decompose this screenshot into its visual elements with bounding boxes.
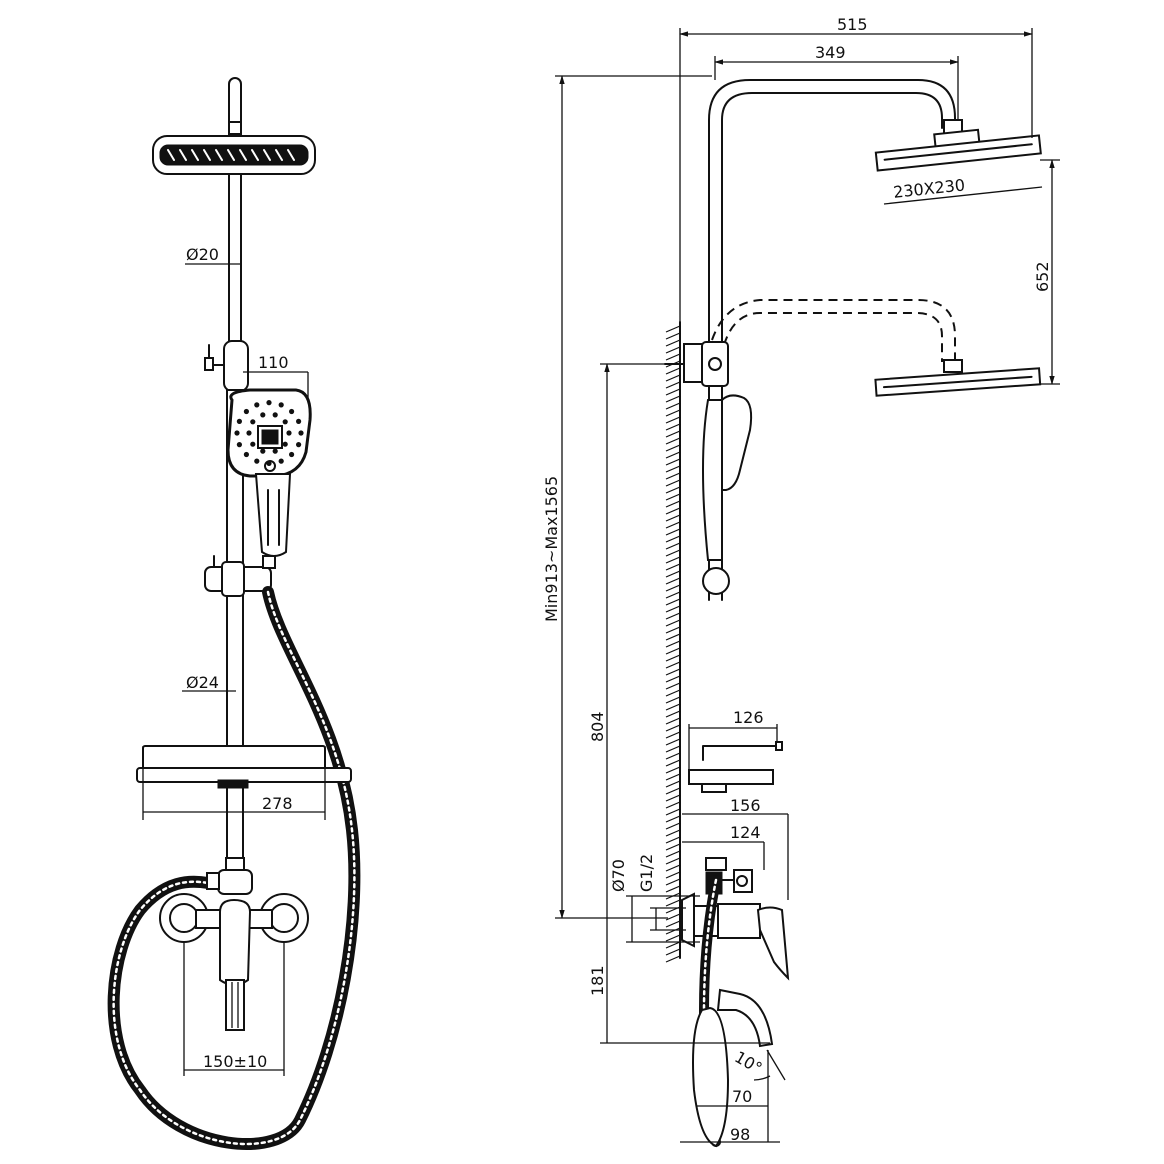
hand-shower-side	[702, 394, 753, 595]
overhead-shower-head	[152, 135, 316, 175]
bracket-depth: 156	[730, 796, 761, 815]
spout-offset: 70	[732, 1087, 752, 1106]
height-adjust: 652	[1033, 261, 1052, 292]
rail-lower-diameter: Ø24	[186, 673, 219, 692]
mixer-centers: 150±10	[203, 1052, 267, 1071]
wall	[665, 321, 681, 963]
flange-diameter: Ø70	[609, 859, 628, 892]
total-height: Min913~Max1565	[542, 476, 561, 622]
shelf-depth: 126	[733, 708, 764, 727]
rail-upper-diameter: Ø20	[186, 245, 219, 264]
overall-projection: 515	[837, 15, 868, 34]
thread-size: G1/2	[637, 854, 656, 892]
slider	[204, 555, 276, 597]
shelf-width: 278	[262, 794, 293, 813]
wall-bracket-side	[664, 341, 729, 387]
side-view: 230X230 515 349 652	[542, 15, 1060, 1148]
spout-projection: 98	[730, 1125, 750, 1144]
shower-arm	[708, 79, 956, 601]
outlet-to-shelf: 804	[588, 711, 607, 742]
rail-bracket	[223, 340, 249, 392]
spout-drop: 181	[588, 965, 607, 996]
upper-rail	[228, 77, 242, 349]
hand-shower-width: 110	[258, 353, 289, 372]
overhead-head-side	[874, 128, 1042, 172]
shelf	[136, 745, 352, 820]
mixer	[159, 857, 309, 1031]
front-view: Ø20 110	[107, 77, 361, 1150]
shelf-side	[688, 741, 783, 793]
head-size: 230X230	[892, 175, 966, 201]
arm-projection: 349	[815, 43, 846, 62]
mixer-depth: 124	[730, 823, 761, 842]
spout-angle: 10°	[731, 1047, 765, 1078]
hand-shower	[226, 388, 312, 557]
lowered-arm	[711, 299, 956, 362]
